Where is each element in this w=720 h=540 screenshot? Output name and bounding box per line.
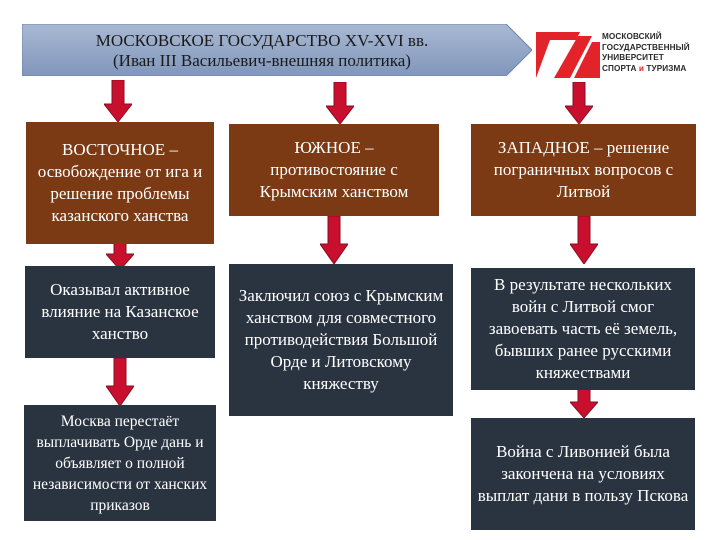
arrow-east-result1-to-result2-icon <box>106 358 134 406</box>
logo-line-4: СПОРТА и ТУРИЗМА <box>602 64 718 75</box>
arrow-title-to-east-icon <box>104 80 132 122</box>
south-result-1-text: Заключил союз с Крымским ханством для со… <box>238 286 444 393</box>
direction-east-box: ВОСТОЧНОЕ – освобождение от ига и решени… <box>26 122 214 244</box>
west-result-2-box: Война с Ливонией была закончена на услов… <box>471 418 695 530</box>
direction-west-text: ЗАПАДНОЕ – решение пограничных вопросов … <box>493 138 674 201</box>
west-result-1-text: В результате нескольких войн с Литвой см… <box>488 275 678 382</box>
page-title: МОСКОВСКОЕ ГОСУДАРСТВО XV-XVI вв. (Иван … <box>22 26 502 76</box>
title-banner <box>22 24 532 76</box>
title-line-2: (Иван III Васильевич-внешняя политика) <box>113 51 411 70</box>
arrow-west-to-result1-icon <box>570 216 598 264</box>
title-line-1: МОСКОВСКОЕ ГОСУДАРСТВО XV-XVI вв. <box>95 31 429 50</box>
direction-west-box: ЗАПАДНОЕ – решение пограничных вопросов … <box>471 124 696 216</box>
direction-south-text: ЮЖНОЕ – противостояние с Крымским ханств… <box>259 138 409 201</box>
logo-line-3: УНИВЕРСИТЕТ <box>602 53 664 62</box>
arrow-title-to-south-icon <box>326 82 354 124</box>
direction-east-text: ВОСТОЧНОЕ – освобождение от ига и решени… <box>37 140 203 225</box>
east-result-1-box: Оказывал активное влияние на Казанское х… <box>25 266 215 358</box>
logo-line-1: МОСКОВСКИЙ <box>602 32 662 41</box>
west-result-2-text: Война с Ливонией была закончена на услов… <box>477 442 689 505</box>
logo-line-2: ГОСУДАРСТВЕННЫЙ <box>602 42 690 52</box>
south-result-1-box: Заключил союз с Крымским ханством для со… <box>229 264 453 416</box>
arrow-title-to-west-icon <box>565 82 593 124</box>
direction-south-box: ЮЖНОЕ – противостояние с Крымским ханств… <box>229 124 439 216</box>
arrow-south-to-result1-icon <box>320 216 348 264</box>
logo-line-4-c: ТУРИЗМА <box>644 63 687 73</box>
university-logo-text: МОСКОВСКИЙ ГОСУДАРСТВЕННЫЙ УНИВЕРСИТЕТ С… <box>602 32 718 74</box>
east-result-2-text: Москва перестаёт выплачивать Орде дань и… <box>32 412 208 514</box>
east-result-1-text: Оказывал активное влияние на Казанское х… <box>41 280 199 343</box>
arrow-west-result1-to-result2-icon <box>570 388 598 418</box>
east-result-2-box: Москва перестаёт выплачивать Орде дань и… <box>24 405 216 521</box>
west-result-1-box: В результате нескольких войн с Литвой см… <box>471 268 695 390</box>
university-logo-icon <box>536 32 600 78</box>
logo-line-4-a: СПОРТА <box>602 63 639 73</box>
logo-line-4-b: и <box>638 63 645 73</box>
